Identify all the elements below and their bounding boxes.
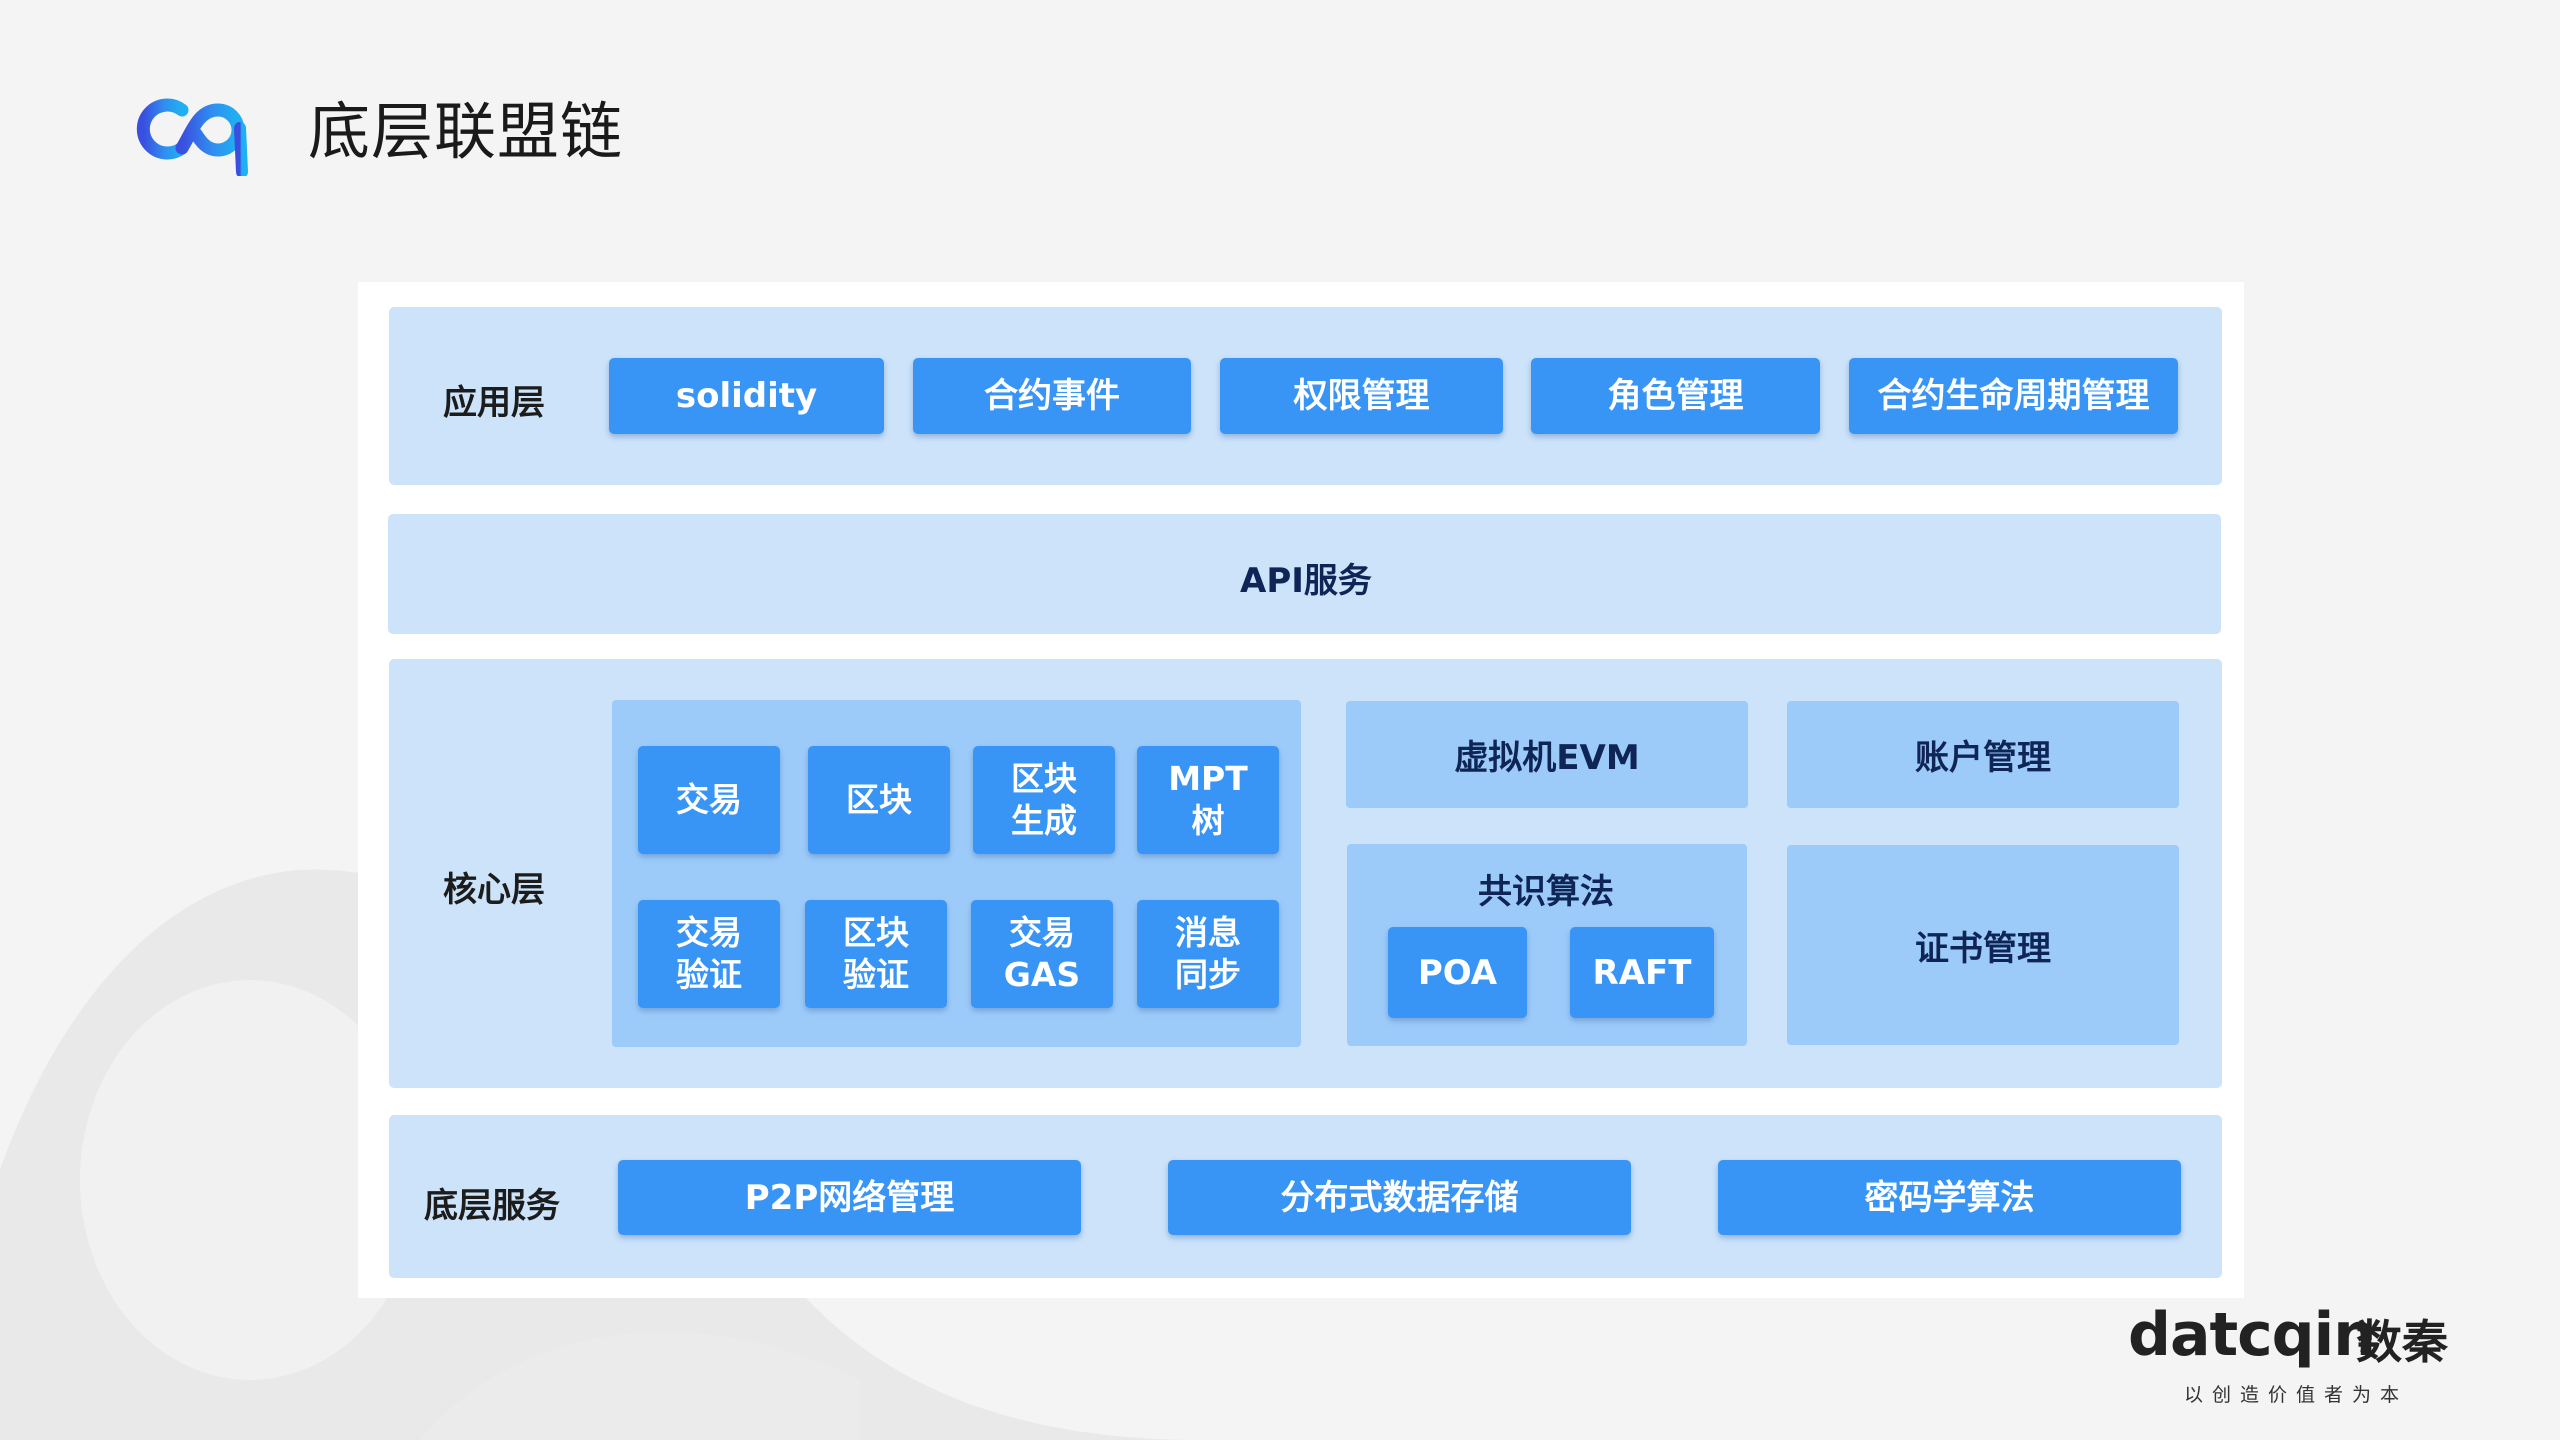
module-transaction[interactable]: 交易 — [638, 746, 780, 854]
module-contract-lifecycle[interactable]: 合约生命周期管理 — [1849, 358, 2178, 434]
app-logo-icon — [136, 98, 248, 176]
module-message-sync-line2: 同步 — [1175, 955, 1241, 994]
api-layer — [388, 514, 2221, 634]
brand-slogan: 以创造价值者为本 — [2184, 1384, 2409, 1406]
module-certificate-management[interactable]: 证书管理 — [1787, 845, 2179, 1045]
module-transaction-verification-line1: 交易 — [676, 913, 742, 952]
module-block-generation-line2: 生成 — [1011, 801, 1077, 840]
module-account-management[interactable]: 账户管理 — [1787, 701, 2179, 808]
brand-logo: datcqin 数秦 以创造价值者为本 — [2128, 1300, 2448, 1410]
module-transaction-gas-line1: 交易 — [1009, 913, 1075, 952]
module-block[interactable]: 区块 — [808, 746, 950, 854]
brand-cn-name: 数秦 — [2356, 1315, 2448, 1369]
consensus-raft[interactable]: RAFT — [1570, 927, 1714, 1018]
module-transaction-gas-line2: GAS — [1003, 955, 1081, 994]
application-layer-label: 应用层 — [443, 383, 545, 423]
module-p2p-network[interactable]: P2P网络管理 — [618, 1160, 1081, 1235]
module-transaction-verification-line2: 验证 — [676, 955, 742, 994]
module-block-verification-line1: 区块 — [843, 913, 909, 952]
base-layer-label: 底层服务 — [424, 1186, 560, 1226]
page-title: 底层联盟链 — [308, 95, 624, 168]
module-cryptography[interactable]: 密码学算法 — [1718, 1160, 2181, 1235]
consensus-label: 共识算法 — [1478, 872, 1614, 912]
api-layer-label: API服务 — [1240, 561, 1372, 601]
module-contract-events[interactable]: 合约事件 — [913, 358, 1191, 434]
module-block-generation-line1: 区块 — [1011, 759, 1077, 798]
module-message-sync-line1: 消息 — [1175, 913, 1241, 952]
consensus-poa[interactable]: POA — [1388, 927, 1527, 1018]
module-mpt-tree-line1: MPT — [1168, 759, 1248, 798]
module-message-sync[interactable]: 消息 同步 — [1137, 900, 1279, 1008]
module-block-label: 区块 — [846, 780, 912, 819]
module-block-verification-line2: 验证 — [843, 955, 909, 994]
module-mpt-tree[interactable]: MPT 树 — [1137, 746, 1279, 854]
module-role-management[interactable]: 角色管理 — [1531, 358, 1820, 434]
module-evm[interactable]: 虚拟机EVM — [1346, 701, 1748, 808]
core-layer-label: 核心层 — [443, 870, 545, 910]
module-distributed-storage[interactable]: 分布式数据存储 — [1168, 1160, 1631, 1235]
module-solidity[interactable]: solidity — [609, 358, 884, 434]
brand-wordmark: datcqin — [2128, 1300, 2376, 1370]
module-block-generation[interactable]: 区块 生成 — [973, 746, 1115, 854]
module-permission-management[interactable]: 权限管理 — [1220, 358, 1503, 434]
module-mpt-tree-line2: 树 — [1191, 801, 1225, 840]
module-transaction-label: 交易 — [676, 780, 742, 819]
module-transaction-verification[interactable]: 交易 验证 — [638, 900, 780, 1008]
module-block-verification[interactable]: 区块 验证 — [805, 900, 947, 1008]
module-transaction-gas[interactable]: 交易 GAS — [971, 900, 1113, 1008]
